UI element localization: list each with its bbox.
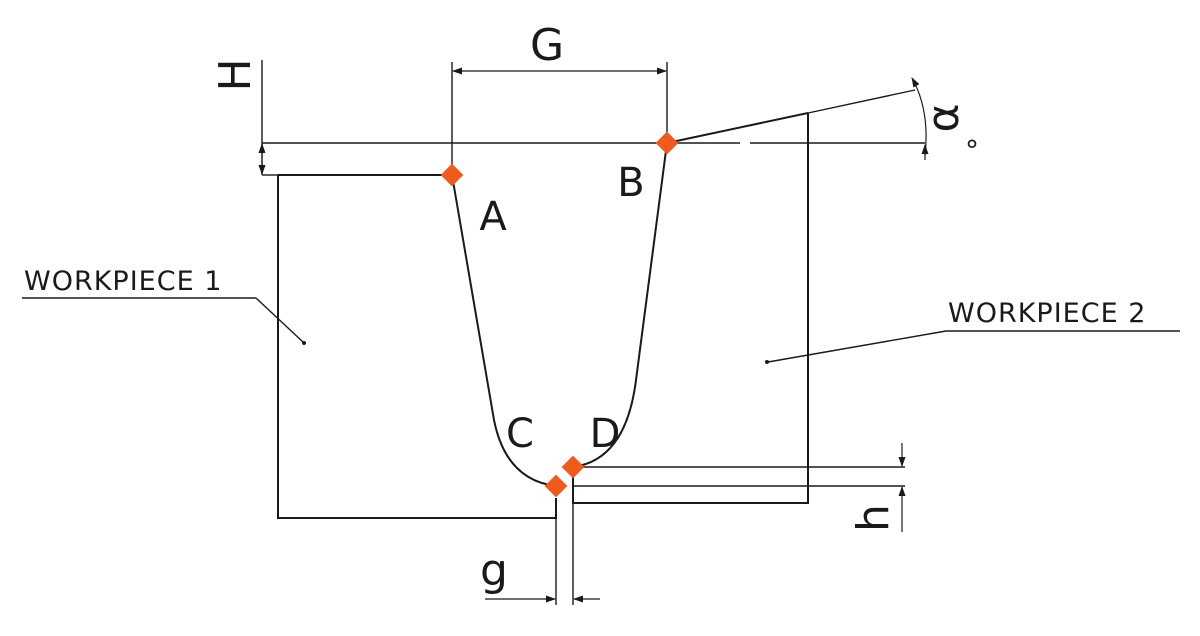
workpiece-2-bevel-top: [666, 112, 809, 144]
dimension-H: H: [210, 58, 261, 91]
workpiece-2-label: WORKPIECE 2: [948, 298, 1146, 329]
point-label-b: B: [617, 160, 644, 206]
workpiece-1-leader: [255, 297, 304, 343]
workpiece-2-leader-dot: [765, 360, 769, 364]
dimension-degree: °: [965, 134, 979, 167]
point-label-d: D: [590, 411, 621, 457]
dimension-alpha: α: [918, 103, 969, 132]
workpiece-2-body: [572, 113, 809, 504]
angle-extension-line: [807, 89, 916, 114]
point-label-a: A: [479, 194, 507, 240]
workpiece-1-leader-dot: [302, 341, 306, 345]
point-label-c: C: [506, 411, 534, 457]
workpiece-1-label: WORKPIECE 1: [24, 266, 222, 297]
marker-point-b: [655, 131, 679, 155]
groove-left-wall: [451, 174, 557, 487]
marker-point-a: [440, 163, 464, 187]
dimension-h: h: [848, 504, 899, 532]
workpiece-2-leader: [767, 330, 947, 363]
groove-right-wall: [572, 142, 668, 468]
marker-point-d: [561, 455, 585, 479]
dimension-g: g: [480, 545, 508, 596]
dimension-G: G: [530, 20, 564, 71]
marker-point-c: [544, 474, 568, 498]
